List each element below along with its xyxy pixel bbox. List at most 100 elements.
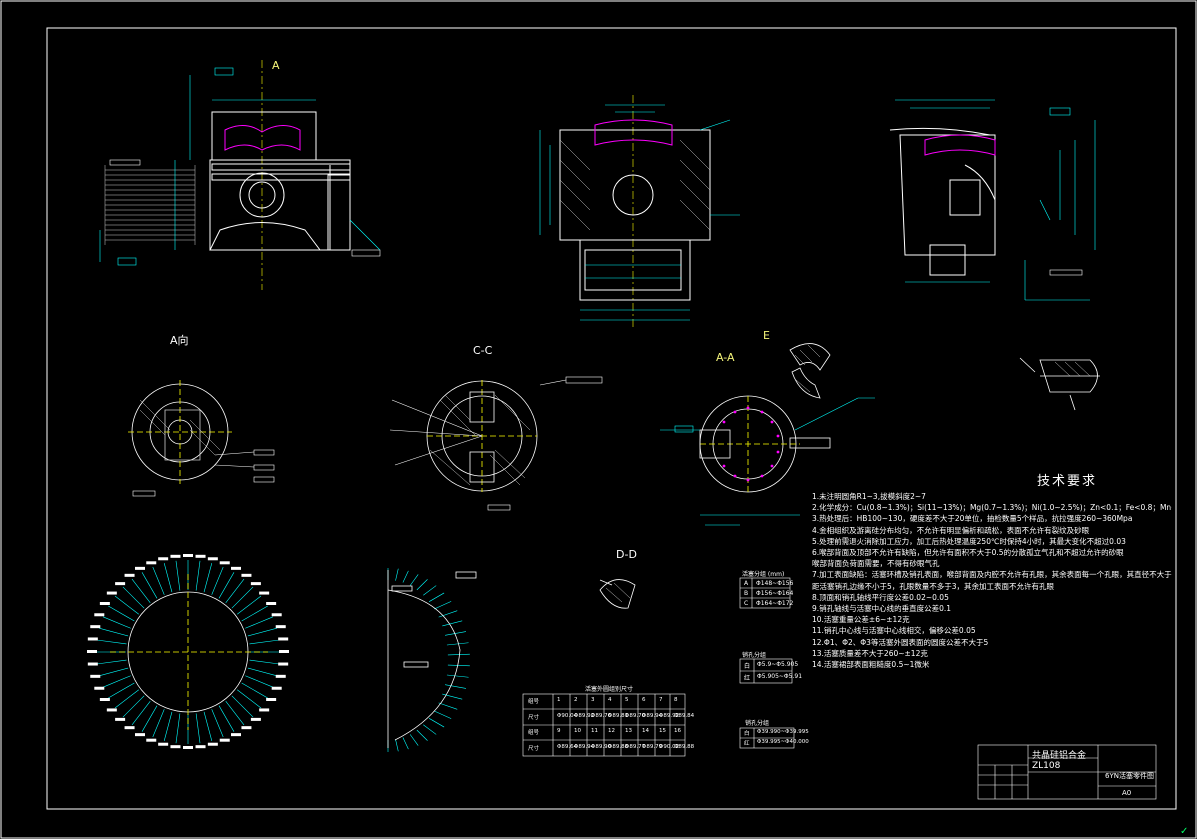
tech-requirement-item: 6.喉部背面及顶部不允许有缺陷，但允许有面积不大于0.5的分散孤立气孔和不超过允… — [812, 548, 1124, 558]
radial-dimension-tag — [94, 686, 105, 690]
radial-dimension-line — [241, 682, 268, 699]
section-middle-dims — [539, 104, 740, 321]
detail-e-view — [789, 343, 831, 399]
table-cell: Φ5.9~Φ5.905 — [757, 661, 799, 668]
radial-dimension-line — [218, 705, 235, 732]
radial-dimension-tag — [250, 717, 261, 721]
radial-dimension-tag — [99, 602, 110, 605]
table-cell: Φ89.79 — [642, 743, 663, 750]
table-cell: 尺寸 — [528, 714, 540, 721]
main-view-dims — [99, 67, 381, 266]
radial-dimension-line — [247, 667, 277, 677]
radial-dimension-tag — [279, 650, 289, 653]
radial-dimension-tag — [266, 602, 277, 605]
table-cell: Φ39.995~Φ40.000 — [757, 739, 809, 745]
section-view-middle — [559, 95, 711, 330]
half-radial-line — [423, 585, 437, 596]
ring-group-title: 销孔分组 — [745, 720, 770, 727]
radial-dimension-tag — [87, 662, 98, 666]
section-dd-label: D-D — [616, 548, 637, 561]
radial-dimension-tag — [99, 698, 110, 701]
piston-group-title: 活塞分组 (mm) — [742, 571, 785, 578]
radial-dimension-tag — [135, 566, 145, 570]
table-cell: Φ89.77 — [625, 743, 646, 750]
section-view-right — [889, 127, 996, 276]
table-cell: 2 — [574, 697, 578, 703]
radial-dimension-line — [102, 616, 131, 629]
table-cell: B — [744, 590, 749, 597]
radial-dimension-tag — [170, 745, 181, 749]
table-cell: 7 — [659, 697, 663, 703]
view-a-label: A — [272, 59, 280, 72]
half-radial-line — [409, 734, 419, 746]
tech-requirement-item: 10.活塞重量公差±6~±12克 — [812, 615, 910, 625]
radial-dimension-line — [237, 595, 262, 615]
table-cell: Φ89.92 — [659, 712, 680, 719]
half-radial-axis — [387, 570, 477, 748]
radial-dimension-line — [131, 701, 151, 726]
half-radial-line — [416, 729, 428, 741]
radial-dimension-line — [102, 675, 131, 688]
title-block-drawing-no: ZL108 — [1032, 761, 1061, 771]
radial-dimension-tag — [146, 738, 157, 742]
tech-requirement-item: 喉部背面负荷面需要，不得有砂眼气孔 — [812, 559, 940, 569]
tech-requirement-item: 1.未注明圆角R1~3,拔模斜度2~7 — [812, 492, 926, 501]
radial-dimension-line — [247, 627, 277, 637]
radial-dimension-line — [211, 566, 224, 595]
pin-group-table — [739, 658, 793, 684]
half-radial-line — [428, 718, 445, 728]
radial-dimension-line — [245, 675, 274, 688]
radial-dimension-line — [99, 667, 129, 677]
table-cell: Φ89.76 — [591, 712, 612, 719]
half-radial-line — [442, 620, 463, 627]
table-cell: Φ89.88 — [608, 743, 629, 750]
table-cell: 4 — [608, 697, 612, 703]
table-cell: 16 — [674, 728, 681, 734]
section-dd-view — [599, 579, 636, 609]
table-cell: Φ89.70 — [625, 712, 646, 719]
section-aa-leaders — [660, 397, 875, 526]
radial-dimension-tag — [259, 708, 270, 712]
table-cell: 5 — [625, 697, 629, 703]
tech-requirement-item: 3.热处理后：HB100~130，硬度差不大于20单位，抽检数量5个样品，抗拉强… — [812, 514, 1133, 524]
section-aa-view — [699, 395, 831, 493]
half-radial-line — [409, 574, 419, 586]
radial-dimension-line — [152, 566, 165, 595]
half-radial-line — [447, 664, 470, 667]
radial-dimension-tag — [278, 662, 289, 666]
tech-requirements-title: 技术要求 — [1037, 474, 1098, 489]
table-cell: Φ89.81 — [608, 712, 629, 719]
ring-group-table — [739, 727, 795, 749]
view-e-label: E — [763, 329, 770, 342]
radial-dimension-tag — [158, 742, 169, 746]
radial-dimension-line — [96, 659, 127, 665]
section-cc-hatch — [429, 394, 531, 486]
radial-dimension-line — [152, 709, 165, 738]
half-radial-line — [423, 724, 437, 735]
radial-dimension-tag — [219, 738, 230, 742]
radial-dimension-line — [163, 563, 173, 593]
detail-small-right — [1019, 357, 1100, 411]
radial-dimension-line — [241, 605, 268, 622]
piston-group-table — [739, 577, 791, 609]
table-cell: Φ89.64 — [557, 743, 578, 750]
table-cell: 白 — [744, 663, 751, 670]
radial-dimension-line — [195, 560, 201, 591]
table-cell: 8 — [674, 697, 678, 703]
radial-dimension-tag — [170, 554, 181, 558]
tech-requirement-item: 8.顶面和销孔轴线平行度公差0.02~0.05 — [812, 592, 949, 602]
half-radial-line — [428, 592, 445, 602]
radial-dimension-tag — [266, 698, 277, 701]
table-cell: Φ156~Φ164 — [756, 590, 794, 597]
half-radial-line — [434, 601, 452, 610]
table-cell: Φ89.88 — [674, 743, 695, 750]
title-block-material: 共晶硅铝合金 — [1032, 751, 1087, 761]
radial-dimension-line — [237, 689, 262, 709]
table-cell: 白 — [744, 731, 750, 737]
half-radial-line — [395, 739, 399, 752]
radial-dimension-line — [163, 711, 173, 741]
half-radial-line — [395, 568, 399, 581]
radial-dimension-line — [175, 560, 181, 591]
